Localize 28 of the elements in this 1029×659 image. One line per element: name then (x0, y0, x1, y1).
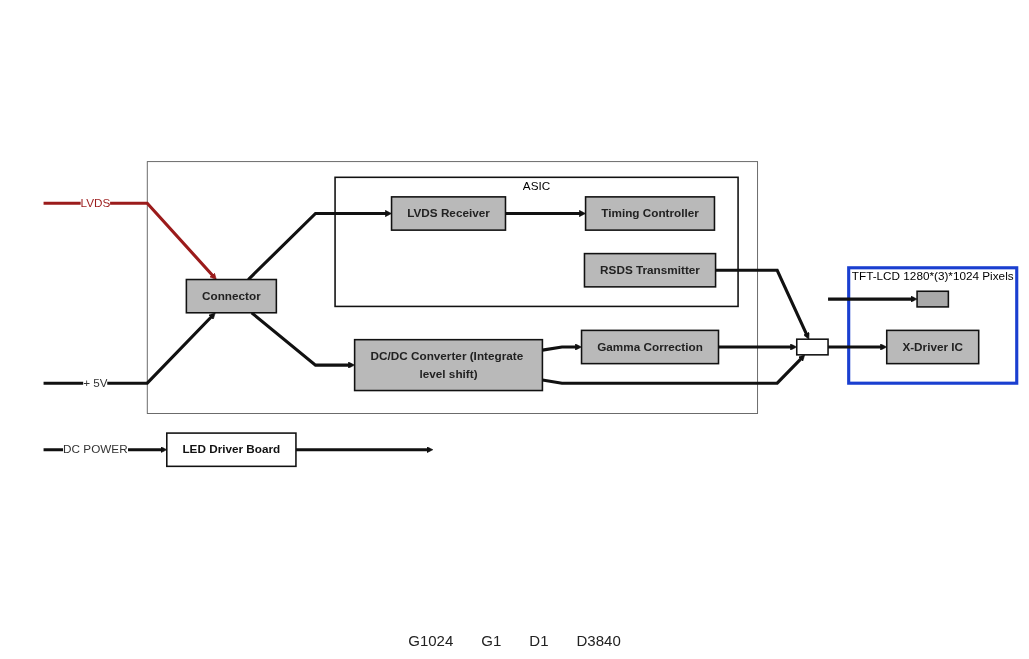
arrow (247, 210, 392, 281)
node-box: RSDS Transmitter (583, 252, 717, 288)
node-box: Gamma Correction (580, 329, 720, 365)
arrow (718, 343, 798, 351)
pin-label: D3840 (576, 632, 621, 649)
arrow (250, 311, 355, 369)
arrow (828, 295, 918, 303)
arrow (43, 312, 216, 385)
node-box (795, 338, 829, 356)
arrow (542, 354, 806, 385)
node-box: DC/DC Converter (Integrate level shift) (353, 338, 544, 392)
arrow (505, 210, 586, 217)
arrow (715, 268, 810, 340)
arrow (542, 343, 582, 352)
edge-label: LVDS (80, 195, 111, 210)
node-box: LVDS Receiver (390, 196, 507, 231)
edge-label: DC POWER (63, 442, 128, 456)
cluster (146, 161, 758, 414)
node-bar (916, 290, 950, 308)
node-box: Connector (185, 278, 278, 314)
pin-label: G1024 (408, 632, 454, 649)
arrow (295, 446, 434, 454)
pin-label: G1 (481, 632, 502, 649)
edge-label: + 5V (83, 375, 108, 390)
node-box: Timing Controller (584, 196, 716, 231)
node-box: LED Driver Board (166, 432, 297, 468)
node-box: X-Driver IC (885, 329, 980, 365)
pin-label: D1 (529, 632, 549, 649)
